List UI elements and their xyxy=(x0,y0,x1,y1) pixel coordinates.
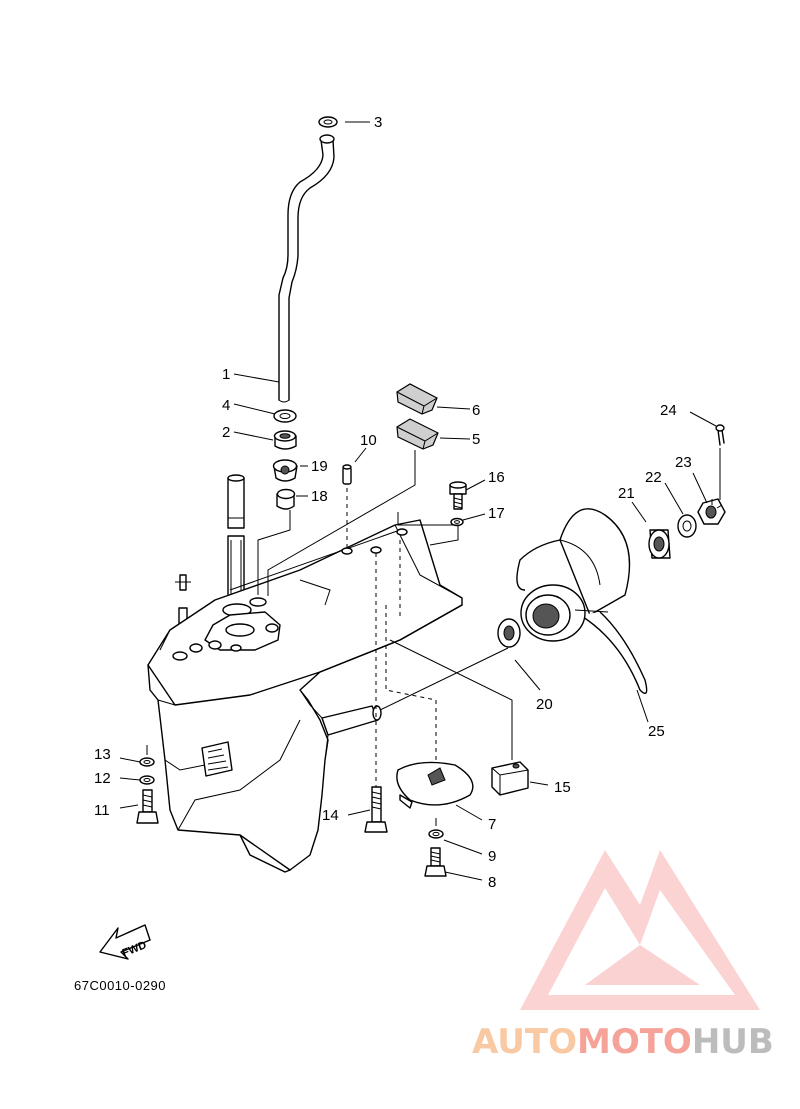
callout-21: 21 xyxy=(618,485,635,502)
part-washer-22 xyxy=(677,514,697,538)
callout-10: 10 xyxy=(360,432,377,449)
callout-1: 1 xyxy=(222,366,230,383)
part-washer-13 xyxy=(139,757,155,767)
part-cotter-pin-24 xyxy=(715,424,725,446)
part-collar-18 xyxy=(276,488,296,510)
part-spacer-21 xyxy=(648,529,671,559)
watermark-auto: AUTO xyxy=(472,1022,577,1062)
watermark-logo: AUTOMOTOHUB xyxy=(472,850,774,1062)
callout-24: 24 xyxy=(660,402,677,419)
callout-4: 4 xyxy=(222,397,230,414)
callout-17: 17 xyxy=(488,505,505,522)
part-bolt-8 xyxy=(424,847,447,877)
alignment-lines xyxy=(346,488,437,790)
part-lower-case xyxy=(147,519,463,873)
part-bolt-16 xyxy=(449,481,467,510)
part-pad-6 xyxy=(396,383,438,415)
leader-lines xyxy=(119,121,721,881)
part-seal-19 xyxy=(272,459,298,482)
part-bolt-14 xyxy=(364,786,388,833)
svg-text:AUTOMOTOHUB: AUTOMOTOHUB xyxy=(472,1022,774,1062)
part-trim-tab-7 xyxy=(396,761,474,809)
part-grommet-4 xyxy=(273,409,297,423)
callout-19: 19 xyxy=(311,458,328,475)
callout-5: 5 xyxy=(472,431,480,448)
callout-8: 8 xyxy=(488,874,496,891)
fwd-arrow-icon: FWD xyxy=(99,924,151,960)
callout-2: 2 xyxy=(222,424,230,441)
callout-6: 6 xyxy=(472,402,480,419)
callout-14: 14 xyxy=(322,807,339,824)
part-thrust-washer-20 xyxy=(497,618,521,648)
part-washer-12 xyxy=(139,775,155,785)
callout-22: 22 xyxy=(645,469,662,486)
callout-11: 11 xyxy=(94,802,110,819)
diagram-code: 67C0010-0290 xyxy=(74,978,166,993)
callout-25: 25 xyxy=(648,723,665,740)
part-pad-5 xyxy=(396,418,439,450)
callout-16: 16 xyxy=(488,469,505,486)
part-anode-15 xyxy=(491,761,529,796)
part-washer-17 xyxy=(450,517,464,527)
callout-23: 23 xyxy=(675,454,692,471)
watermark-hub: HUB xyxy=(692,1022,774,1062)
callout-13: 13 xyxy=(94,746,111,763)
callout-numbers: 3 1 4 2 19 18 6 5 10 16 17 24 23 22 21 2… xyxy=(94,114,692,891)
part-nut-23 xyxy=(697,498,726,525)
watermark-moto: MOTO xyxy=(577,1022,692,1062)
part-bolt-11 xyxy=(136,789,159,824)
callout-3: 3 xyxy=(374,114,382,131)
part-washer-3 xyxy=(318,116,338,128)
part-propeller-25 xyxy=(516,508,648,694)
callout-9: 9 xyxy=(488,848,496,865)
callout-20: 20 xyxy=(536,696,553,713)
callout-18: 18 xyxy=(311,488,328,505)
part-dowel-10 xyxy=(342,464,352,485)
callout-7: 7 xyxy=(488,816,496,833)
part-seal-2 xyxy=(273,430,297,450)
callout-15: 15 xyxy=(554,779,571,796)
callout-12: 12 xyxy=(94,770,111,787)
part-washer-9 xyxy=(428,829,444,839)
part-water-tube-1 xyxy=(278,134,335,403)
